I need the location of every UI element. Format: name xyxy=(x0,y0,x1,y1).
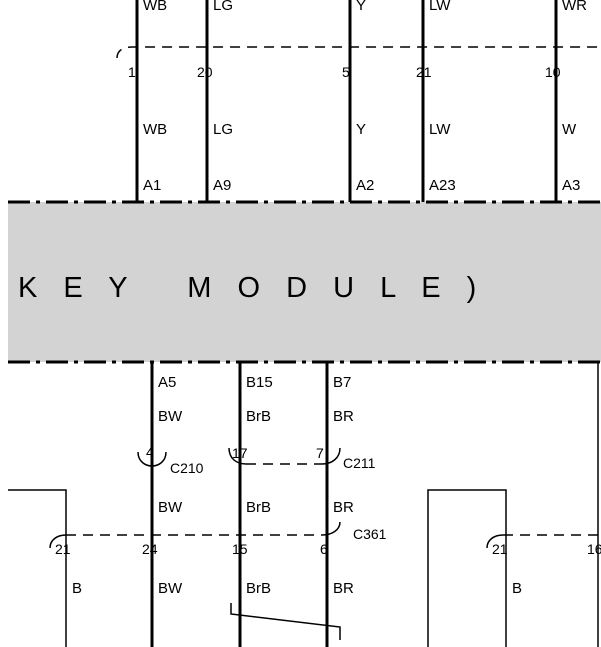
terminal-a1: A1 xyxy=(143,177,161,194)
pin-6: 6 xyxy=(320,541,328,557)
pin-1: 1 xyxy=(128,64,136,80)
color-lw: LW xyxy=(429,121,451,138)
top-color-w: WR xyxy=(562,0,587,14)
top-color-y: Y xyxy=(356,0,366,14)
color-wb: WB xyxy=(143,121,167,138)
bottom-labels: A5 B15 B7 BW BrB BR 4 17 7 C210 C211 BW … xyxy=(55,374,601,597)
pin-24: 24 xyxy=(142,541,158,557)
c210-connector xyxy=(137,451,167,467)
right-connector-left xyxy=(486,534,504,549)
pin-10: 10 xyxy=(545,64,561,80)
pin-right-16: 16 xyxy=(587,541,601,557)
wire-right-b xyxy=(427,489,507,647)
c211-connector-right xyxy=(321,447,341,465)
connector-c210: C210 xyxy=(170,460,204,476)
color-br-1: BR xyxy=(333,408,354,425)
color-brb-2: BrB xyxy=(246,499,271,516)
pin-5: 5 xyxy=(342,64,350,80)
color-br-3: BR xyxy=(333,580,354,597)
color-left-b: B xyxy=(72,580,82,597)
bottom-harness xyxy=(8,362,601,647)
c211-connector-left xyxy=(228,447,247,465)
color-bw-2: BW xyxy=(158,499,183,516)
top-color-lg: LG xyxy=(213,0,233,14)
color-bw-1: BW xyxy=(158,408,183,425)
top-harness xyxy=(116,0,601,202)
terminal-a5: A5 xyxy=(158,374,176,391)
top-connector-line xyxy=(116,46,601,59)
terminal-a9: A9 xyxy=(213,177,231,194)
pin-7: 7 xyxy=(316,445,324,461)
color-right-b: B xyxy=(512,580,522,597)
color-brb-1: BrB xyxy=(246,408,271,425)
top-color-lw: LW xyxy=(429,0,451,14)
terminal-b7: B7 xyxy=(333,374,351,391)
pin-right-21: 21 xyxy=(492,541,508,557)
c361-connector-left xyxy=(49,534,67,549)
pin-17: 17 xyxy=(232,445,248,461)
color-brb-3: BrB xyxy=(246,580,271,597)
terminal-a3: A3 xyxy=(562,177,580,194)
module-body xyxy=(8,202,601,362)
key-module: K E Y M O D U L E ) xyxy=(8,200,601,364)
color-br-2: BR xyxy=(333,499,354,516)
pin-15: 15 xyxy=(232,541,248,557)
terminal-a23: A23 xyxy=(429,177,456,194)
twisted-pair-marker xyxy=(230,603,341,640)
terminal-b15: B15 xyxy=(246,374,273,391)
pin-21: 21 xyxy=(416,64,432,80)
module-title: K E Y M O D U L E ) xyxy=(18,272,485,304)
color-lg: LG xyxy=(213,121,233,138)
color-y: Y xyxy=(356,121,366,138)
top-color-wb: WB xyxy=(143,0,167,14)
wire-left-b xyxy=(8,489,67,647)
terminal-a2: A2 xyxy=(356,177,374,194)
connector-c211: C211 xyxy=(343,455,376,471)
pin-4: 4 xyxy=(146,444,154,460)
pin-left-21: 21 xyxy=(55,541,71,557)
color-w: W xyxy=(562,121,577,138)
top-labels: WB LG Y LW WR 1 20 5 21 10 WB LG Y LW W … xyxy=(128,0,587,194)
connector-c361: C361 xyxy=(353,526,387,542)
c361-connector-right xyxy=(321,521,341,536)
color-bw-3: BW xyxy=(158,580,183,597)
pin-20: 20 xyxy=(197,64,213,80)
